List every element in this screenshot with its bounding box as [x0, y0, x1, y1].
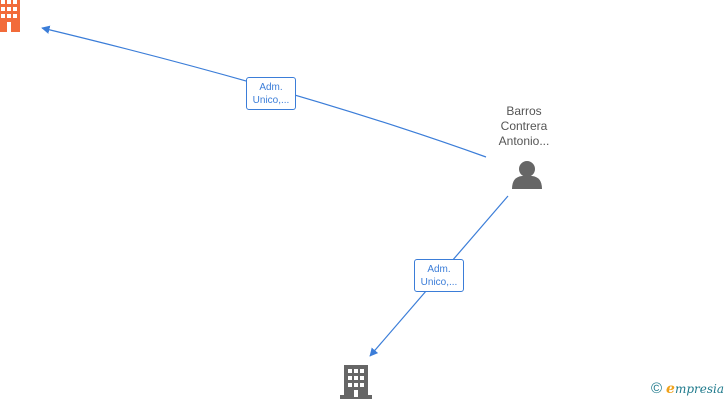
brand-logo-e: e — [666, 380, 675, 397]
edge-label-line: Adm. — [427, 263, 451, 275]
person-name-line: Barros — [506, 104, 542, 118]
person-name-line: Antonio... — [498, 134, 550, 148]
edge-label-top[interactable]: Adm. Unico,... — [246, 77, 296, 110]
building-icon[interactable] — [340, 365, 372, 399]
edge-label-bottom[interactable]: Adm. Unico,... — [414, 259, 464, 292]
edge-label-line: Adm. — [259, 81, 283, 93]
person-name[interactable]: Barros Contrera Antonio... — [474, 104, 574, 149]
brand-logo: empresia — [666, 381, 724, 397]
person-icon[interactable] — [512, 161, 542, 189]
brand-logo-text: mpresia — [674, 381, 724, 396]
person-name-line: Contrera — [500, 119, 548, 133]
edge-label-line: Unico,... — [252, 94, 290, 106]
edge-label-line: Unico,... — [420, 276, 458, 288]
copyright-icon: © — [650, 380, 663, 397]
building-icon[interactable] — [0, 0, 20, 32]
empresia-watermark: © empresia — [651, 380, 724, 397]
